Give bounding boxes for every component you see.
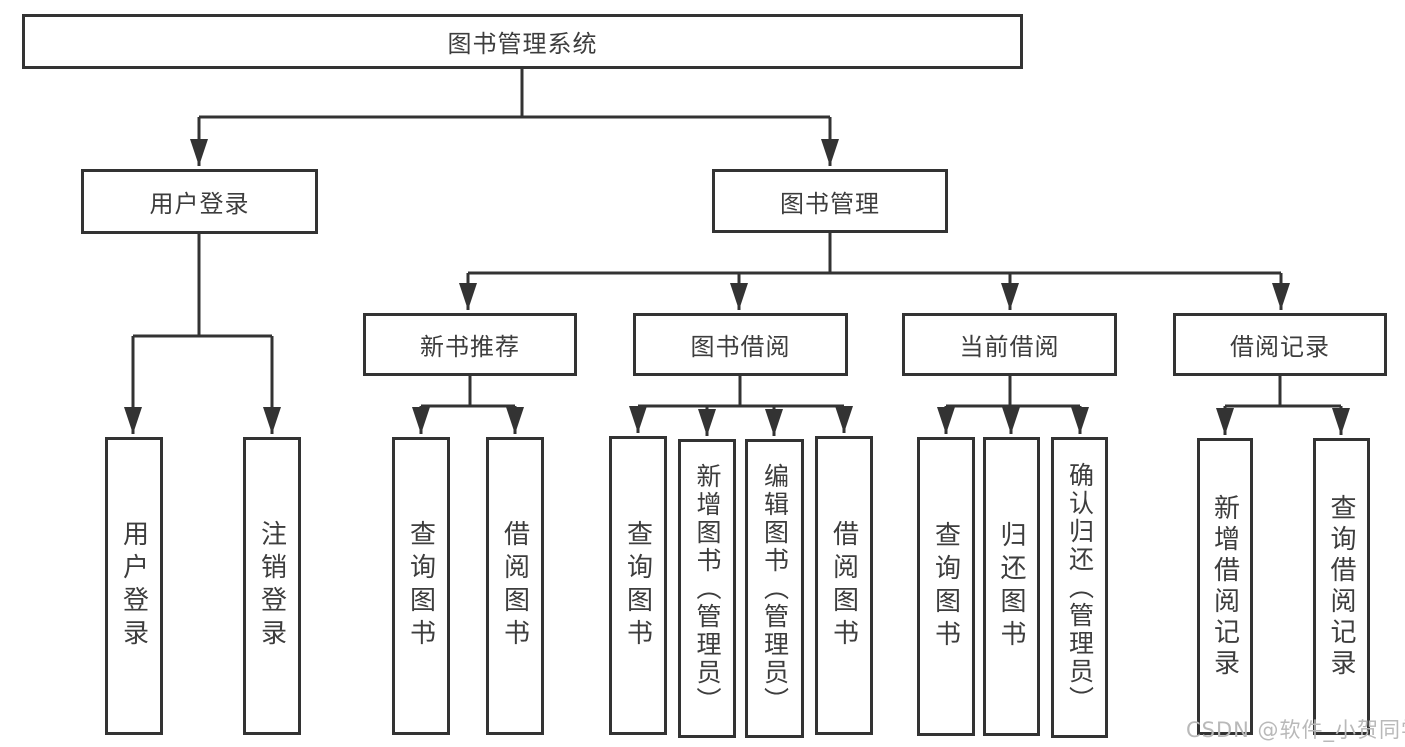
csdn-watermark: CSDN @软件_小贺同学	[1186, 718, 1405, 742]
leaf-edit-books-admin: 编辑图书（管理员）	[745, 439, 804, 738]
leaf-borrow-books-2: 借阅图书	[815, 436, 873, 735]
leaf-return-books: 归还图书	[983, 437, 1040, 736]
leaf-query-books-2: 查询图书	[609, 436, 667, 735]
leaf-query-books-3: 查询图书	[917, 437, 975, 736]
node-book-management: 图书管理	[712, 169, 948, 233]
leaf-user-login: 用户登录	[105, 437, 163, 735]
node-book-borrow: 图书借阅	[633, 313, 848, 376]
node-current-borrow: 当前借阅	[902, 313, 1117, 376]
node-borrow-records: 借阅记录	[1173, 313, 1387, 376]
leaf-confirm-return-admin: 确认归还（管理员）	[1051, 437, 1108, 738]
leaf-borrow-books-1: 借阅图书	[486, 437, 544, 735]
node-new-book-recommend: 新书推荐	[363, 313, 577, 376]
node-root: 图书管理系统	[22, 14, 1023, 69]
leaf-logout: 注销登录	[243, 437, 301, 735]
leaf-add-borrow-record: 新增借阅记录	[1197, 438, 1253, 735]
node-user-login: 用户登录	[81, 169, 318, 234]
leaf-add-books-admin: 新增图书（管理员）	[678, 439, 736, 738]
leaf-query-books-1: 查询图书	[392, 437, 450, 735]
leaf-query-borrow-record: 查询借阅记录	[1313, 438, 1370, 735]
